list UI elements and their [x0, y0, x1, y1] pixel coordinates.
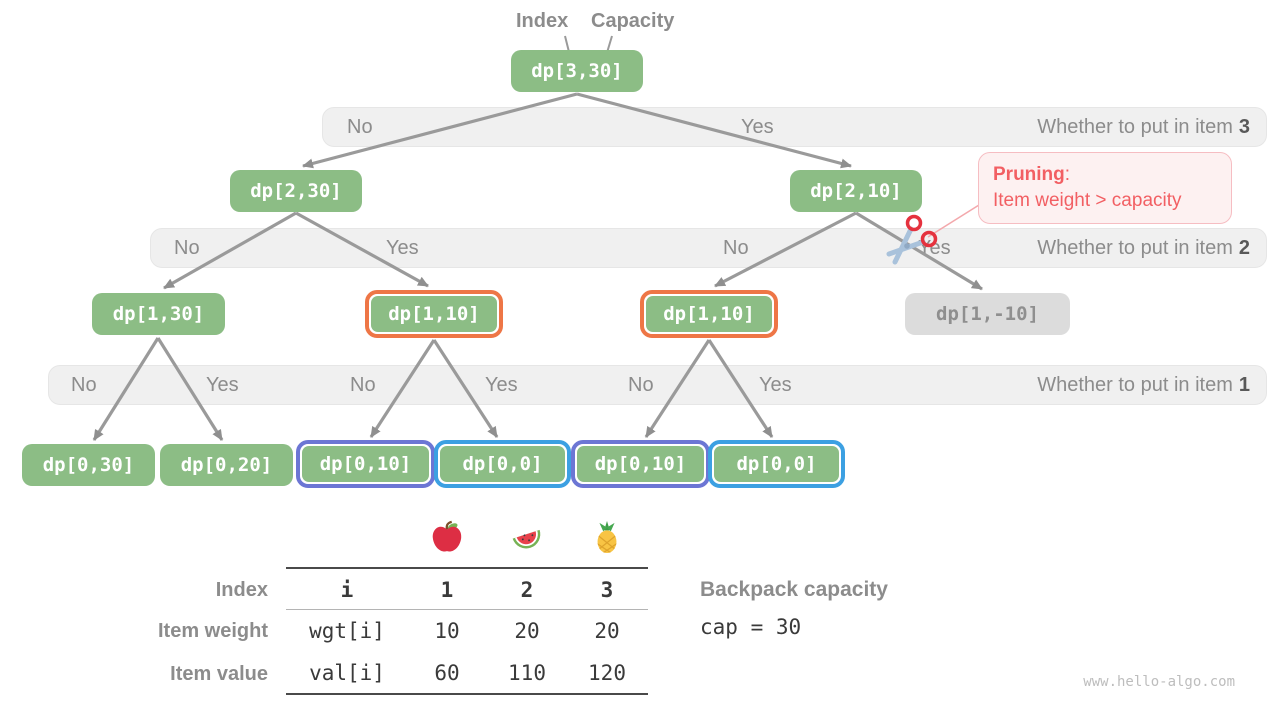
- node-dp-0-20: dp[0,20]: [160, 444, 293, 486]
- table-cell: 60: [434, 661, 460, 685]
- table-cell: wgt[i]: [309, 619, 385, 643]
- node-dp-1-30: dp[1,30]: [92, 293, 225, 335]
- choice-label: Yes: [759, 374, 792, 396]
- node-dp-0-0-blue: dp[0,0]: [708, 440, 845, 488]
- table-cell: 120: [588, 661, 626, 685]
- choice-label: No: [347, 116, 373, 138]
- node-dp-0-10-purple: dp[0,10]: [571, 440, 710, 488]
- node-dp-0-0-blue: dp[0,0]: [434, 440, 571, 488]
- choice-label: No: [350, 374, 376, 396]
- apple-icon: [432, 520, 462, 552]
- table-rule-top: [286, 567, 648, 569]
- choice-label: No: [71, 374, 97, 396]
- table-rule-bottom: [286, 693, 648, 695]
- choice-label: No: [723, 237, 749, 259]
- node-dp-3-30: dp[3,30]: [511, 50, 643, 92]
- row-label-value: Item value: [170, 663, 268, 685]
- table-cell: 2: [520, 578, 534, 602]
- table-cell: 20: [514, 619, 540, 643]
- pruning-callout: Pruning: Item weight > capacity: [978, 152, 1232, 224]
- node-dp-1-10-highlighted: dp[1,10]: [640, 290, 778, 338]
- pruning-title: Pruning:: [993, 164, 1071, 185]
- table-cell: 1: [440, 578, 454, 602]
- pruning-connector: [927, 204, 980, 238]
- band-item-1: No Yes No Yes No Yes Whether to put in i…: [48, 365, 1267, 405]
- node-dp-2-10: dp[2,10]: [790, 170, 922, 212]
- row-label-index: Index: [215, 579, 268, 601]
- watermelon-icon: [512, 529, 541, 549]
- choice-label: Yes: [206, 374, 239, 396]
- choice-label: Yes: [485, 374, 518, 396]
- table-cell: i: [340, 578, 354, 602]
- table-cell: 10: [434, 619, 460, 643]
- node-dp-2-30: dp[2,30]: [230, 170, 362, 212]
- node-dp-1-neg10-pruned: dp[1,-10]: [905, 293, 1070, 335]
- pruning-reason: Item weight > capacity: [993, 190, 1182, 211]
- scissors-icon: [886, 214, 938, 265]
- table-rule-middle: [286, 609, 648, 610]
- table-cell: 110: [508, 661, 546, 685]
- node-dp-0-30: dp[0,30]: [22, 444, 155, 486]
- backpack-capacity-value: cap = 30: [700, 615, 802, 639]
- index-pointer-label: Index: [516, 10, 569, 32]
- table-cell: 3: [600, 578, 614, 602]
- capacity-pointer-label: Capacity: [591, 10, 675, 32]
- watermark: www.hello-algo.com: [1083, 674, 1235, 690]
- choice-label: No: [628, 374, 654, 396]
- table-cell: val[i]: [309, 661, 385, 685]
- node-dp-1-10-highlighted: dp[1,10]: [365, 290, 503, 338]
- row-label-weight: Item weight: [157, 620, 268, 642]
- pineapple-icon: [597, 520, 617, 554]
- choice-label: No: [174, 237, 200, 259]
- backpack-capacity-label: Backpack capacity: [700, 578, 888, 601]
- choice-label: Yes: [741, 116, 774, 138]
- choice-label: Yes: [386, 237, 419, 259]
- table-cell: 20: [594, 619, 620, 643]
- node-dp-0-10-purple: dp[0,10]: [296, 440, 435, 488]
